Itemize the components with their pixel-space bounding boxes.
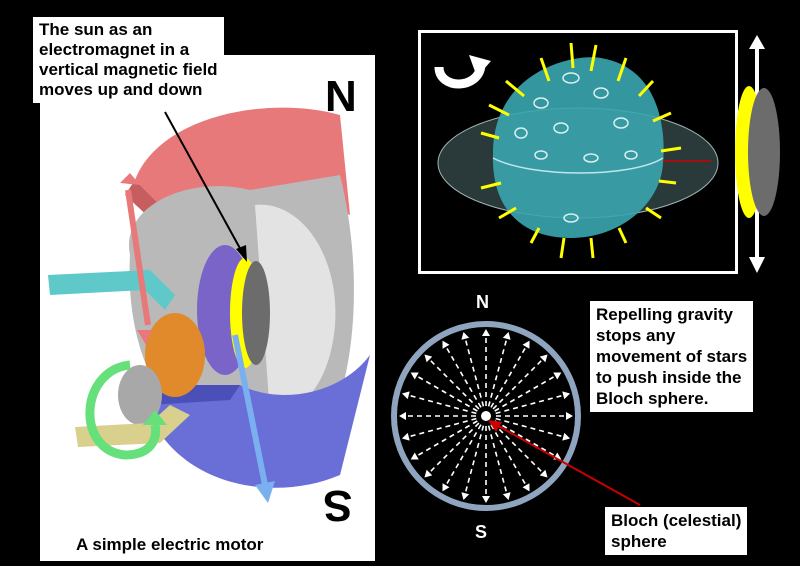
repelling-arrowhead-icon <box>442 340 450 349</box>
commutator <box>145 313 205 397</box>
stator-laminations <box>255 204 336 415</box>
repelling-arrow-line <box>487 425 508 494</box>
repelling-arrowhead-icon <box>562 432 571 441</box>
compass-north-label: N <box>476 292 489 312</box>
side-sun-disc-back <box>748 88 780 216</box>
motor-caption: A simple electric motor <box>70 533 270 557</box>
repelling-arrow-line <box>492 358 544 410</box>
repelling-arrow-line <box>495 417 564 438</box>
repelling-arrowhead-icon <box>482 496 490 503</box>
sphere-body <box>492 57 664 239</box>
repelling-arrow-line <box>494 420 556 457</box>
brush-bottom <box>75 405 190 447</box>
rotation-arrow-icon <box>143 410 167 425</box>
repelling-arrowhead-icon <box>539 469 548 478</box>
rotate-arrow-icon <box>434 55 491 89</box>
rotation-arrow-path <box>85 360 161 460</box>
repelling-arrow-line <box>490 346 527 408</box>
repelling-arrow-line <box>416 375 478 412</box>
motor-panel: N S <box>40 55 375 561</box>
sun-pointer-line <box>164 111 243 253</box>
repelling-arrow-line <box>492 422 544 474</box>
shaft <box>118 365 162 425</box>
repelling-arrowhead-icon <box>401 432 410 441</box>
minus-sign: - <box>55 240 65 273</box>
repelling-arrowhead-icon <box>562 391 571 400</box>
repelling-arrowhead-icon <box>410 372 419 380</box>
down-arrow-icon <box>137 330 152 345</box>
repelling-arrow-line <box>408 394 477 415</box>
bloch-sphere-diagram <box>391 321 581 511</box>
repelling-arrow-line <box>428 422 480 474</box>
repelling-arrowhead-icon <box>502 331 511 340</box>
repelling-arrowhead-icon <box>424 469 433 478</box>
bloch-label: Bloch (celestial) sphere <box>605 507 748 555</box>
sphere-center <box>481 411 491 421</box>
repelling-arrow-line <box>487 338 508 407</box>
bloch-pointer-arrow-icon <box>488 420 502 432</box>
sun-note-label: The sun as an electromagnet in a vertica… <box>33 17 224 103</box>
repelling-arrow-line <box>445 424 482 486</box>
repelling-arrowhead-icon <box>461 492 470 501</box>
repelling-arrowhead-icon <box>461 331 470 340</box>
repelling-arrowhead-icon <box>482 329 490 336</box>
repelling-arrowhead-icon <box>399 412 406 420</box>
down-arrowhead-icon <box>749 257 765 273</box>
sphere-panel <box>418 30 738 274</box>
sphere-equator <box>492 157 664 174</box>
repelling-arrowhead-icon <box>401 391 410 400</box>
repelling-arrow-line <box>445 346 482 408</box>
repelling-arrowhead-icon <box>410 452 419 460</box>
up-arrowhead-icon <box>749 35 765 49</box>
repelling-arrowhead-icon <box>522 483 530 492</box>
compass-south-label: S <box>475 522 488 542</box>
up-arrow-icon <box>120 173 140 185</box>
repelling-arrowhead-icon <box>424 354 433 363</box>
repelling-arrowhead-icon <box>539 354 548 363</box>
repelling-arrowhead-icon <box>502 492 511 501</box>
repelling-arrow-line <box>428 358 480 410</box>
repelling-arrowhead-icon <box>442 483 450 492</box>
repelling-arrow-line <box>416 420 478 457</box>
up-down-arrow-shaft <box>125 189 151 326</box>
field-arrow-icon <box>255 481 275 503</box>
field-arrow-shaft <box>232 334 268 486</box>
motor-illustration <box>48 107 370 503</box>
repelling-arrowhead-icon <box>566 412 573 420</box>
repelling-arrow-line <box>464 425 485 494</box>
field-lines <box>480 42 682 259</box>
repelling-arrow-line <box>490 424 527 486</box>
repelling-arrow-line <box>495 394 564 415</box>
plus-sign: + <box>52 456 70 489</box>
repelling-arrow-line <box>494 375 556 412</box>
side-sun-graphic <box>735 35 780 273</box>
sun-pointer-arrow-icon <box>236 245 247 262</box>
bloch-pointer-line <box>492 422 641 506</box>
gravity-note-label: Repelling gravity stops any movement of … <box>590 301 754 412</box>
repelling-arrow-line <box>464 338 485 407</box>
sun-disc-back <box>242 261 270 365</box>
repelling-arrowhead-icon <box>522 340 530 349</box>
repelling-arrows <box>399 329 573 503</box>
repelling-arrow-line <box>408 417 477 438</box>
sphere-illustration <box>437 42 719 259</box>
star-rings <box>514 72 638 223</box>
repelling-arrowhead-icon <box>553 372 562 380</box>
